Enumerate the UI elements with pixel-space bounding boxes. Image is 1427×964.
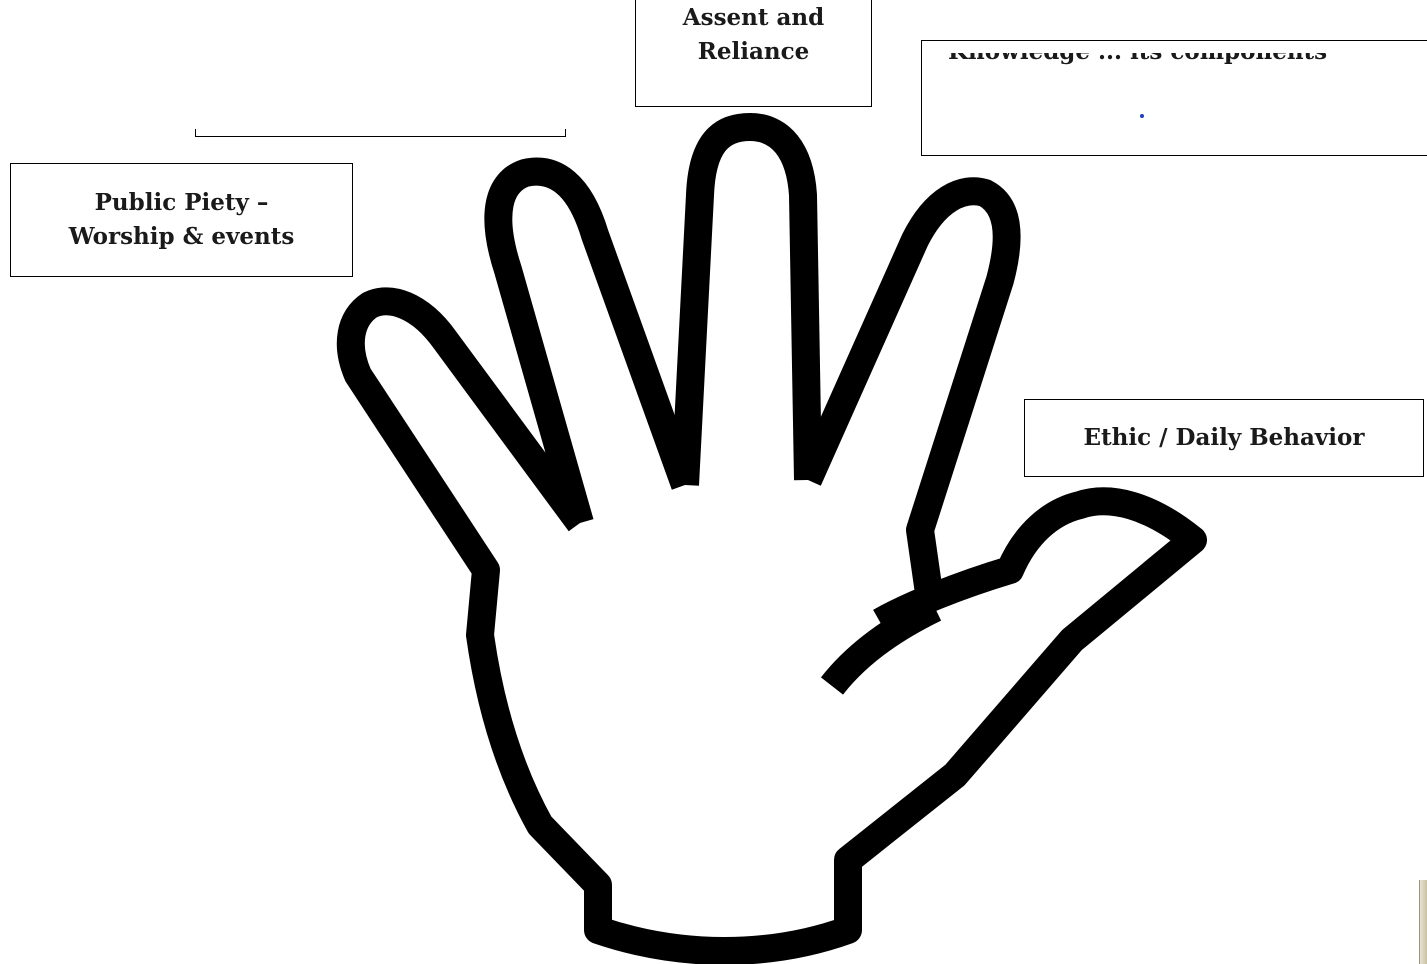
label-assent-reliance-text: Assent and Reliance [682,4,825,65]
label-assent-reliance: Assent and Reliance [635,0,872,107]
hand-outline-path [336,287,1207,964]
finger-ring-path [795,177,1021,602]
label-knowledge-text: Knowledge ... its components [948,40,1328,65]
label-public-piety-text: Public Piety – Worship & events [68,189,295,250]
label-knowledge: Knowledge ... its components [921,40,1427,156]
label-public-piety: Public Piety – Worship & events [10,163,353,277]
palm-crease-path [820,595,942,695]
finger-index-path [484,157,699,527]
label-ethic-daily-behavior: Ethic / Daily Behavior [1024,399,1424,477]
cursor-dot-icon [1140,114,1144,118]
finger-middle-path [671,113,822,486]
image-corner-fragment [1419,880,1427,964]
blank-label-bracket [195,129,566,137]
label-ethic-text: Ethic / Daily Behavior [1083,424,1365,451]
